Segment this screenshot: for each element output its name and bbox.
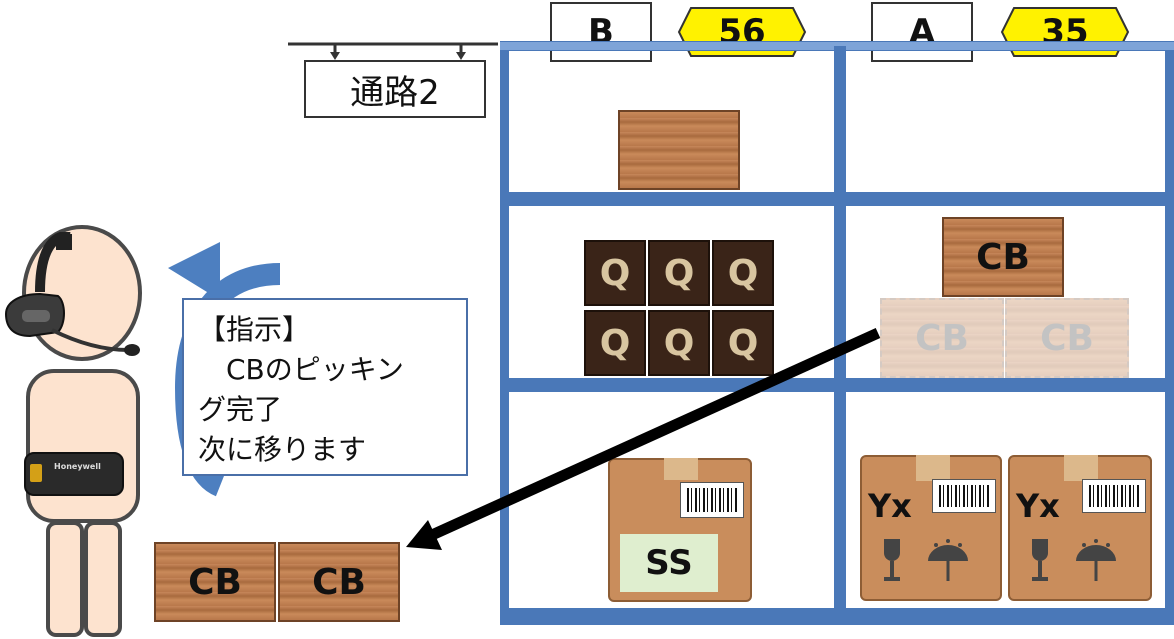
barcode-icon: [680, 482, 744, 518]
scanner-brand: Honeywell: [54, 462, 101, 471]
instruction-line: CBのピッキン: [198, 353, 404, 386]
picked-cb-box: CB: [278, 542, 400, 622]
yx-carton: Yx: [1008, 455, 1152, 601]
shelf-box-empty-label: [618, 110, 740, 190]
instruction-box: 【指示】 CBのピッキン グ完了 次に移ります: [182, 298, 468, 476]
aisle-dimension-line: [288, 42, 498, 60]
instruction-line: 次に移ります: [198, 433, 367, 466]
instruction-line: 【指示】: [198, 313, 311, 346]
ss-label: SS: [620, 534, 718, 592]
cb-box-remaining: CB: [942, 217, 1064, 297]
q-box: Q: [712, 240, 774, 306]
fragile-umbrella-icon: [884, 539, 968, 581]
shelf-rack: [500, 41, 1174, 625]
barcode-icon: [932, 479, 996, 513]
q-box: Q: [648, 310, 710, 376]
q-box: Q: [584, 240, 646, 306]
cb-box-picked: CB: [880, 298, 1004, 378]
yx-carton: Yx: [860, 455, 1002, 601]
q-box: Q: [648, 240, 710, 306]
picked-cb-box: CB: [154, 542, 276, 622]
q-box: Q: [712, 310, 774, 376]
headset-icon: [4, 232, 140, 356]
cb-box-picked: CB: [1005, 298, 1129, 378]
q-box: Q: [584, 310, 646, 376]
scanner-device: Honeywell: [24, 452, 124, 496]
aisle-label: 通路2: [304, 60, 486, 118]
fragile-umbrella-icon: [1032, 539, 1116, 581]
aisle-marker: 通路2: [288, 40, 498, 130]
barcode-icon: [1082, 479, 1146, 513]
ss-carton: SS: [608, 458, 752, 602]
yx-label: Yx: [868, 487, 912, 525]
instruction-line: グ完了: [198, 393, 283, 426]
yx-label: Yx: [1016, 487, 1060, 525]
